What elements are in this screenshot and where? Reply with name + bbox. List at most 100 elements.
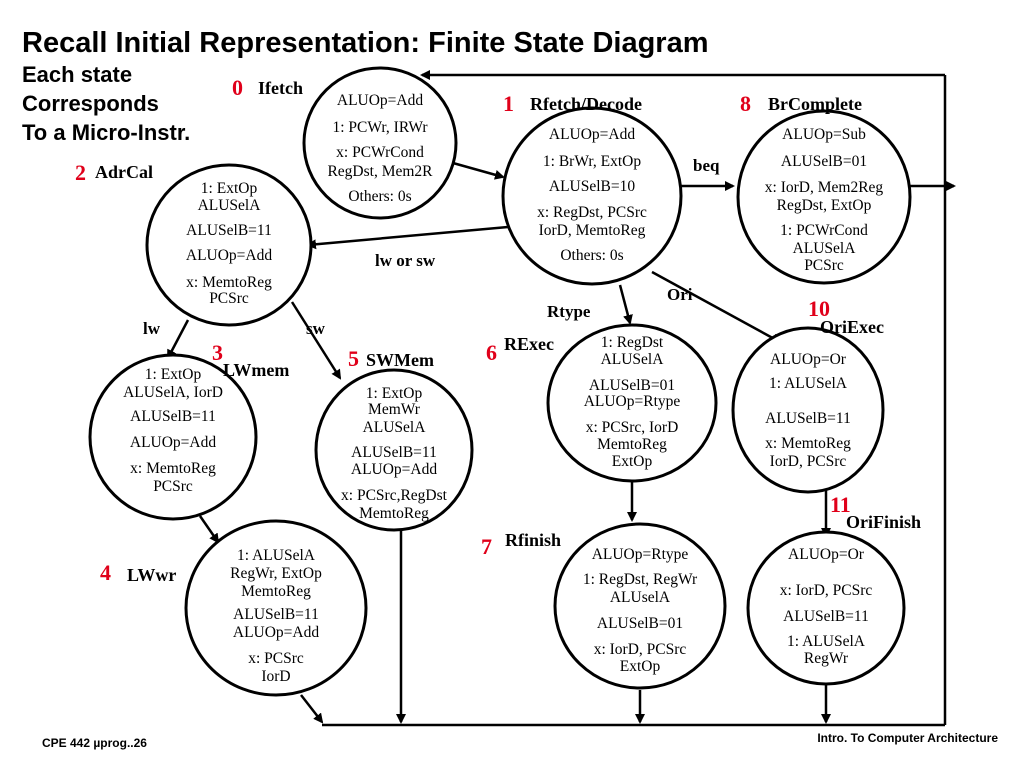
state-action-line: ALUOp=Add <box>130 434 216 451</box>
state-action-line: ALUOp=Rtype <box>592 546 689 563</box>
state-action-line: 1: ALUSelA <box>787 633 866 650</box>
state-action-line: x: RegDst, PCSrc <box>537 204 647 221</box>
arrow-lwmem-to-lwwr <box>198 515 220 544</box>
state-action-line: ALUOp=Add <box>186 247 272 264</box>
state-action-line: ALUSelB=01 <box>597 615 683 632</box>
state-circle <box>546 323 718 483</box>
state-action-line: x: PCWrCond <box>336 144 424 161</box>
state-circle <box>553 522 727 690</box>
state-action-line: RegWr, ExtOp <box>230 565 322 582</box>
state-name: SWMem <box>366 350 434 370</box>
state-name: OriExec <box>820 317 884 337</box>
arrow-lwwr-to-bus <box>300 694 324 724</box>
state-name: RExec <box>504 334 554 354</box>
transition-lines <box>166 70 956 727</box>
state-action-line: x: PCSrc <box>248 650 304 667</box>
state-action-line: ALUSelB=10 <box>549 178 635 195</box>
state-circle <box>302 66 458 220</box>
state-action-line: 1: ExtOp <box>145 366 202 383</box>
state-action-line: ExtOp <box>620 658 661 675</box>
state-action-line: IorD, PCSrc <box>770 453 847 470</box>
transition-label-rtype: Rtype <box>547 302 591 321</box>
state-name: OriFinish <box>846 512 921 532</box>
state-action-line: x: MemtoReg <box>186 274 272 291</box>
transition-label-sw: sw <box>306 319 326 338</box>
state-number: 2 <box>75 160 86 185</box>
state-action-line: ALUOp=Add <box>351 461 437 478</box>
state-action-line: 1: ALUSelA <box>237 547 316 564</box>
state-action-line: x: MemtoReg <box>765 435 851 452</box>
state-number: 4 <box>100 560 111 585</box>
subtitle-line-1: Each state <box>22 62 132 87</box>
state-number: 6 <box>486 340 497 365</box>
state-action-line: 1: PCWr, IRWr <box>332 119 428 136</box>
state-action-line: RegWr <box>804 650 849 667</box>
state-action-line: MemtoReg <box>359 505 429 522</box>
state-action-line: IorD <box>261 668 290 685</box>
state-action-line: ALUSelB=11 <box>130 408 216 425</box>
state-action-line: ALUSelB=11 <box>351 444 437 461</box>
state-number: 1 <box>503 91 514 116</box>
state-action-line: x: IorD, PCSrc <box>594 641 687 658</box>
state-circle <box>88 353 258 521</box>
state-action-line: x: PCSrc, IorD <box>586 419 679 436</box>
state-number: 5 <box>348 346 359 371</box>
state-action-line: ALUSelB=11 <box>233 606 319 623</box>
state-circle <box>314 368 474 532</box>
state-action-line: RegDst, ExtOp <box>777 197 872 214</box>
state-number: 0 <box>232 75 243 100</box>
state-action-line: x: MemtoReg <box>130 460 216 477</box>
state-action-line: ALUOp=Sub <box>782 126 866 143</box>
state-action-line: MemtoReg <box>597 436 667 453</box>
subtitle-line-2: Corresponds <box>22 91 159 116</box>
state-action-line: ALUOp=Add <box>233 624 319 641</box>
arrow-adrcal-to-lwmem <box>166 319 190 360</box>
state-circle <box>736 109 912 285</box>
state-action-line: Others: 0s <box>560 247 623 264</box>
state-action-line: 1: BrWr, ExtOp <box>543 153 641 170</box>
state-circle <box>746 530 906 686</box>
state-action-line: MemtoReg <box>241 583 311 600</box>
state-action-line: PCSrc <box>153 478 193 495</box>
arrow-decode-to-rexec <box>618 284 633 325</box>
state-number: 7 <box>481 534 492 559</box>
state-action-line: ALUSelB=01 <box>781 153 867 170</box>
state-action-line: 1: ExtOp <box>366 385 423 402</box>
state-action-line: ALUselA <box>610 589 671 606</box>
state-action-line: ALUSelB=11 <box>783 608 869 625</box>
state-name: LWwr <box>127 565 176 585</box>
state-action-line: Others: 0s <box>348 188 411 205</box>
state-action-line: ALUSelA <box>601 351 665 368</box>
footer-left: CPE 442 µprog..26 <box>42 736 147 750</box>
state-action-line: ALUSelA, IorD <box>123 384 223 401</box>
state-action-line: ALUOp=Add <box>549 126 635 143</box>
state-circle <box>184 519 368 697</box>
state-name: Rfinish <box>505 530 561 550</box>
state-action-line: PCSrc <box>804 257 844 274</box>
subtitle-line-3: To a Micro-Instr. <box>22 120 190 145</box>
state-action-line: ALUSelA <box>363 419 427 436</box>
state-number: 8 <box>740 91 751 116</box>
state-action-line: 1: ExtOp <box>201 180 258 197</box>
state-circle <box>731 326 885 494</box>
state-action-line: PCSrc <box>209 290 249 307</box>
state-name: AdrCal <box>95 162 153 182</box>
state-number: 10 <box>808 296 830 321</box>
state-action-line: ALUOp=Add <box>337 92 423 109</box>
state-action-line: RegDst, Mem2R <box>327 163 433 180</box>
transition-label-beq: beq <box>693 156 720 175</box>
footer-right: Intro. To Computer Architecture <box>817 731 998 745</box>
state-number: 11 <box>830 492 851 517</box>
state-number: 3 <box>212 340 223 365</box>
state-name: BrComplete <box>768 94 862 114</box>
